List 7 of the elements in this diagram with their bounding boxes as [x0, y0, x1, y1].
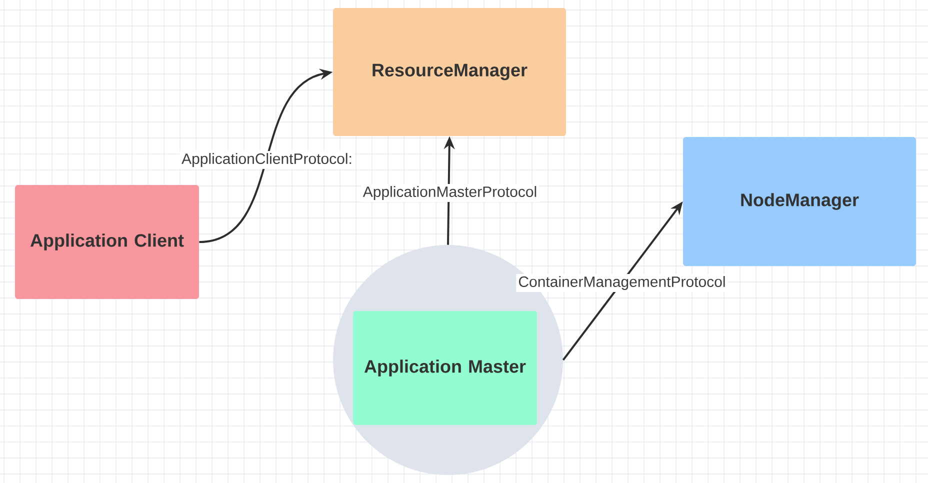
process-box: Application Client — [15, 185, 199, 299]
edge-label: ApplicationMasterProtocol — [360, 184, 540, 202]
edge-label: ContainerManagementProtocol — [516, 274, 728, 292]
process-box: ResourceManager — [333, 8, 566, 136]
process-box: NodeManager — [683, 137, 916, 266]
edge-label: ApplicationClientProtocol: — [180, 151, 354, 169]
process-box: Application Master — [353, 311, 537, 425]
